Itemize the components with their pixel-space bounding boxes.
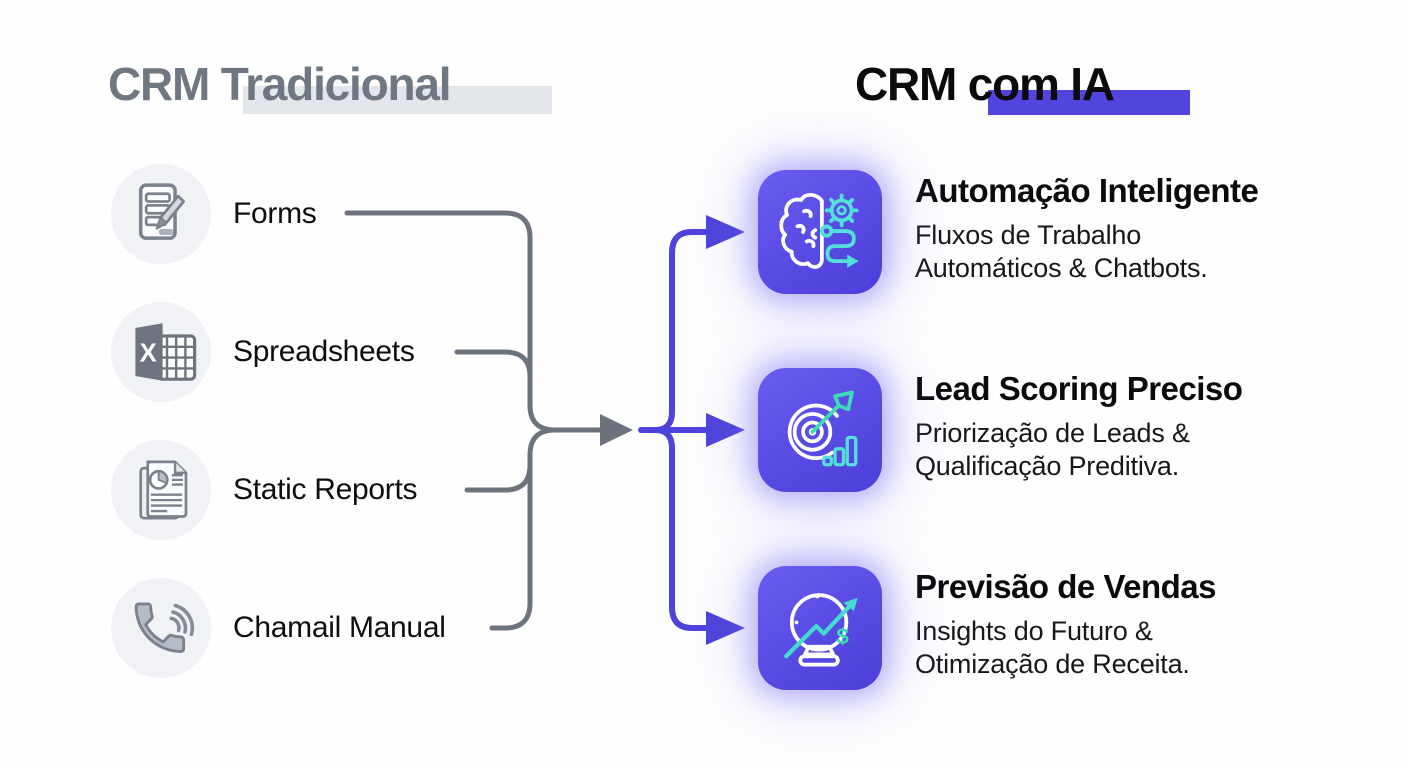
feature-subtitle: Priorização de Leads & Qualificação Pred… [915, 418, 1190, 481]
feature-subtitle: Insights do Futuro & Otimização de Recei… [915, 616, 1190, 679]
gray-highlight-bar [243, 86, 552, 114]
purple-highlight-bar [988, 90, 1190, 115]
list-item-chamail-manual: Chamail Manual [111, 578, 631, 678]
phone-handset-icon [111, 578, 211, 678]
feature-title: Previsão de Vendas [915, 568, 1217, 605]
list-item-spreadsheets: X Spreadsheets [111, 302, 631, 402]
feature-text-block: Automação Inteligente Fluxos de Trabalho… [915, 172, 1355, 285]
arrow-bottom-icon [706, 611, 745, 645]
brain-automation-icon [758, 170, 882, 294]
list-item-label: Forms [233, 197, 317, 230]
left-column-title: CRM Tradicional [108, 58, 452, 110]
feature-title: Lead Scoring Preciso [915, 370, 1243, 407]
svg-text:X: X [140, 340, 157, 368]
list-item-label: Spreadsheets [233, 335, 415, 368]
purple-connector-lines [638, 229, 709, 631]
arrow-middle-icon [706, 413, 745, 447]
feature-subtitle: Fluxos de Trabalho Automáticos & Chatbot… [915, 220, 1208, 283]
form-document-icon [111, 164, 211, 264]
list-item-label: Static Reports [233, 473, 418, 506]
list-item-label: Chamail Manual [233, 611, 446, 644]
spreadsheet-icon: X [111, 302, 211, 402]
report-pages-icon [111, 440, 211, 540]
purple-arrowheads [706, 215, 745, 645]
target-dart-icon [758, 368, 882, 492]
svg-text:$: $ [836, 624, 849, 649]
list-item-forms: Forms [111, 164, 631, 264]
feature-text-block: Previsão de Vendas Insights do Futuro & … [915, 568, 1355, 681]
crystal-ball-forecast-icon: $ [758, 566, 882, 690]
gray-connector-lines [344, 210, 603, 631]
arrow-top-icon [706, 215, 745, 249]
list-item-static-reports: Static Reports [111, 440, 631, 540]
feature-title: Automação Inteligente [915, 172, 1259, 209]
right-column-title: CRM com IA [855, 58, 1115, 110]
feature-text-block: Lead Scoring Preciso Priorização de Lead… [915, 370, 1355, 483]
